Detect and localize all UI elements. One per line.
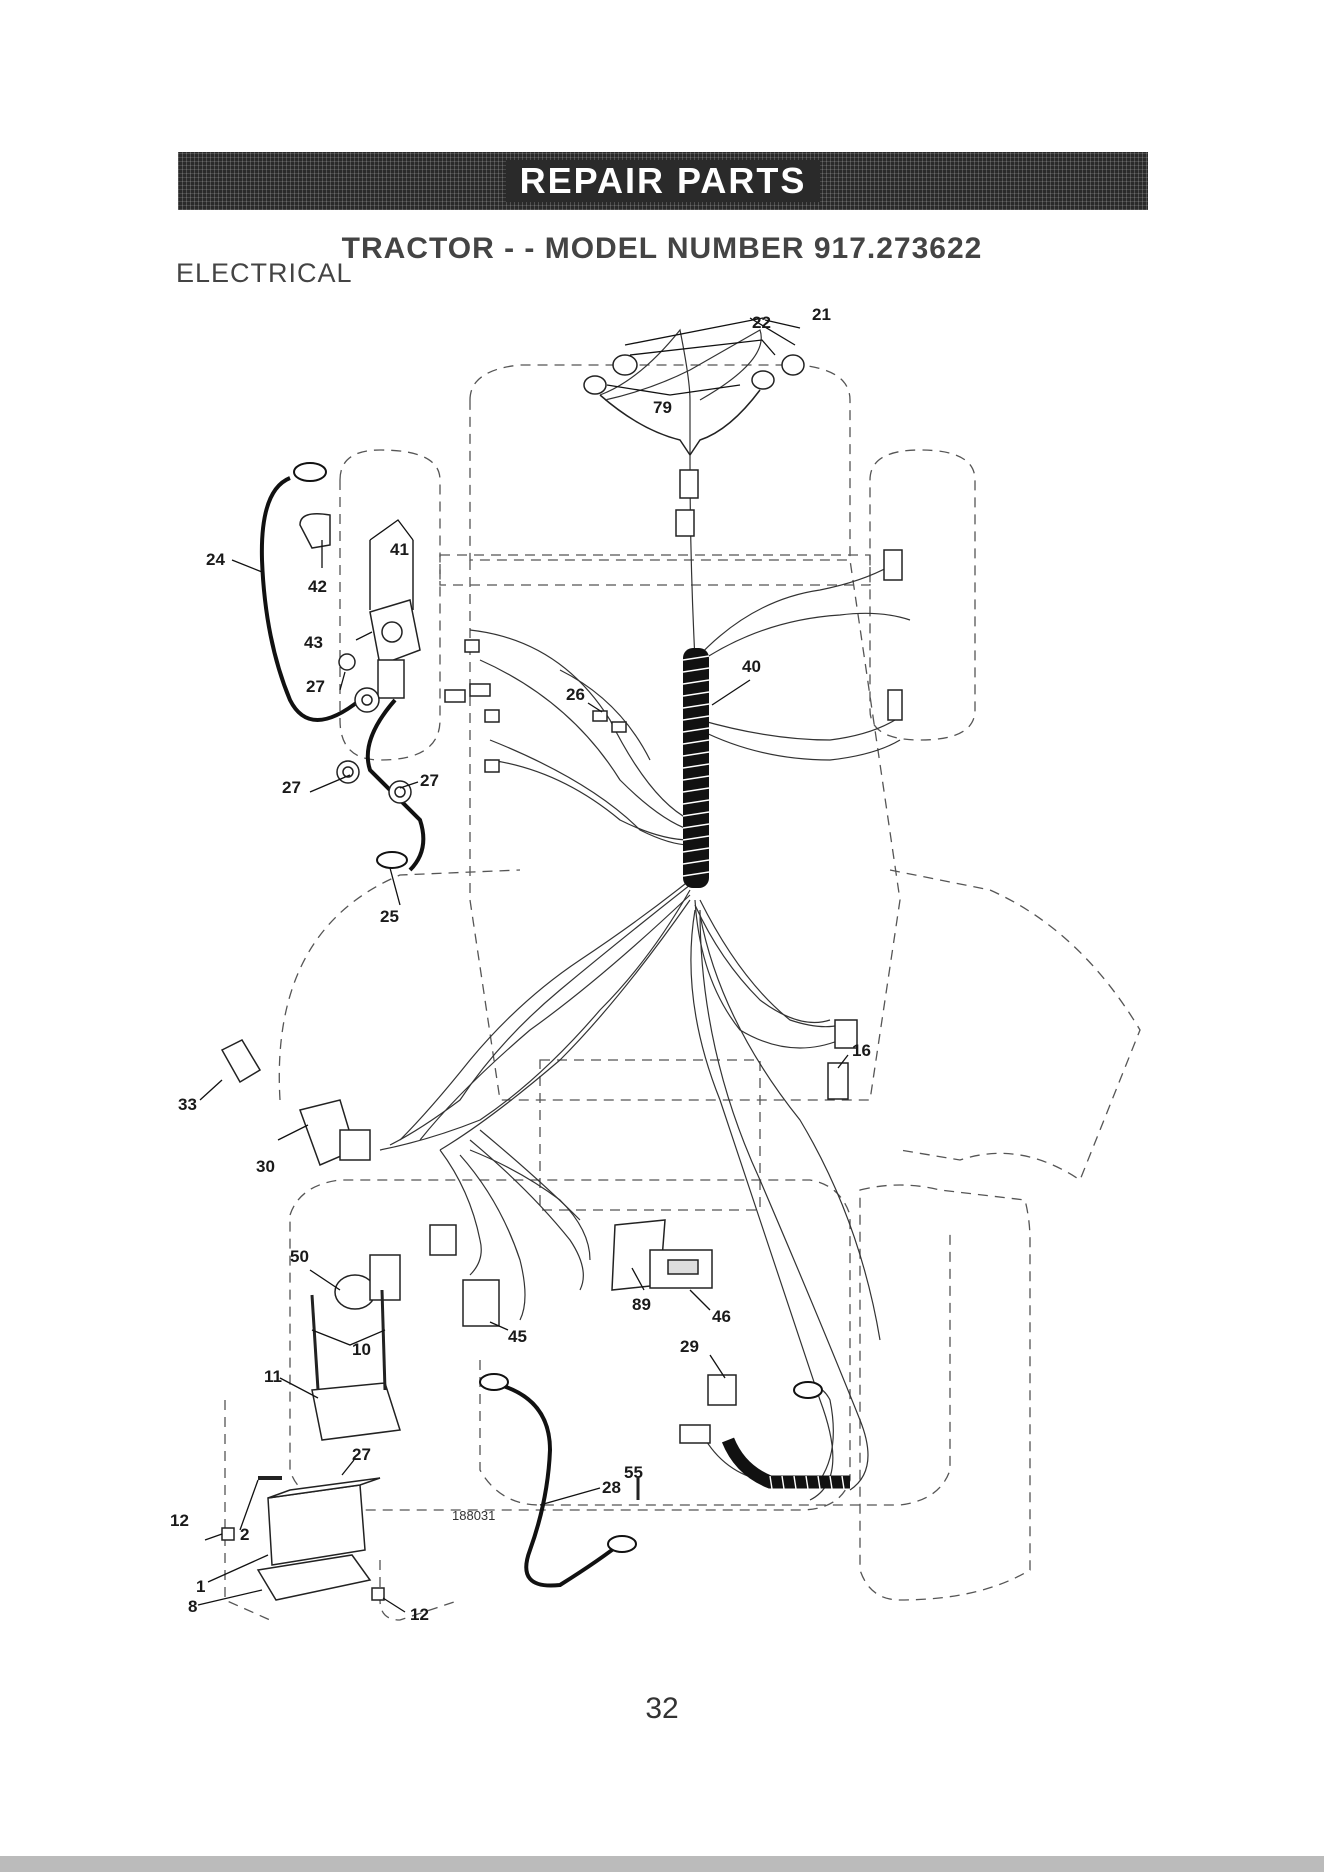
callout-43: 43 xyxy=(304,633,323,652)
callout-leader-lines xyxy=(198,318,848,1612)
callout-46: 46 xyxy=(712,1307,731,1326)
callout-28: 28 xyxy=(602,1478,621,1497)
callout-89: 89 xyxy=(632,1295,651,1314)
bottom-scan-edge xyxy=(0,1856,1324,1872)
callout-50: 50 xyxy=(290,1247,309,1266)
page-number: 32 xyxy=(0,1692,1324,1726)
callout-41: 41 xyxy=(390,540,409,559)
headlight-bulbs xyxy=(584,355,804,536)
callout-42: 42 xyxy=(308,577,327,596)
drawing-number: 188031 xyxy=(452,1508,495,1523)
callout-26: 26 xyxy=(566,685,585,704)
electrical-components xyxy=(222,550,902,1600)
callout-27-battery: 27 xyxy=(352,1445,371,1464)
callout-25: 25 xyxy=(380,907,399,926)
callout-11: 11 xyxy=(264,1367,282,1386)
callout-30: 30 xyxy=(256,1157,275,1176)
callout-16: 16 xyxy=(852,1041,871,1060)
callout-12-left: 12 xyxy=(170,1511,189,1530)
callout-24: 24 xyxy=(206,550,225,569)
wiring-harness-wires xyxy=(380,330,910,1500)
callout-55: 55 xyxy=(624,1463,643,1482)
callout-79: 79 xyxy=(653,398,672,417)
callout-33: 33 xyxy=(178,1095,197,1114)
callout-45: 45 xyxy=(508,1327,527,1346)
callout-12-right: 12 xyxy=(410,1605,429,1624)
callout-29: 29 xyxy=(680,1337,699,1356)
harness-coil-sleeve xyxy=(683,648,709,888)
callout-10: 10 xyxy=(352,1340,371,1359)
callout-21: 21 xyxy=(812,305,831,324)
callout-labels: 22 79 21 24 42 41 43 27 27 27 26 40 25 3… xyxy=(170,305,871,1624)
callout-27-right: 27 xyxy=(420,771,439,790)
callout-1: 1 xyxy=(196,1577,205,1596)
callout-27-upper: 27 xyxy=(306,677,325,696)
callout-8: 8 xyxy=(188,1597,197,1616)
callout-2: 2 xyxy=(240,1525,249,1544)
callout-27-left: 27 xyxy=(282,778,301,797)
callout-22: 22 xyxy=(752,313,771,332)
callout-40: 40 xyxy=(742,657,761,676)
